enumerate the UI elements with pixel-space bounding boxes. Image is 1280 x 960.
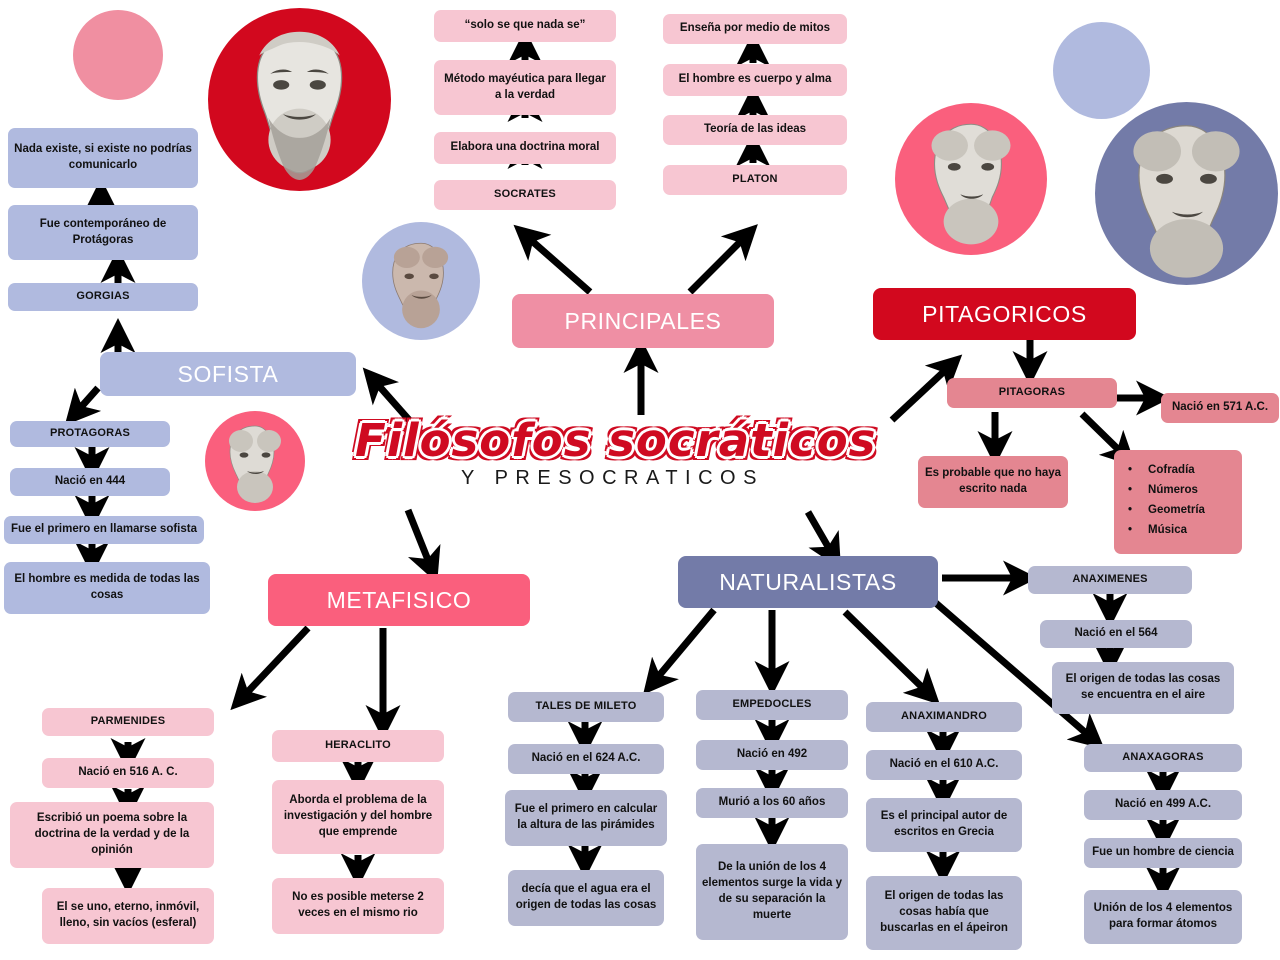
node-gorgias-fact-1: Fue contemporáneo de Protágoras: [8, 205, 198, 260]
node-heraclito: HERACLITO: [272, 730, 444, 762]
node-empedocles-fact-2: Murió a los 60 años: [696, 788, 848, 818]
node-anaxagoras-fact-2: Fue un hombre de ciencia: [1084, 838, 1242, 868]
portrait-philosopher-slate-circle: [1095, 102, 1278, 285]
pythagoras-bust-icon: [931, 123, 1011, 245]
topic-item: Geometría: [1128, 500, 1228, 520]
portrait-socrates-periwinkle-circle: [362, 222, 480, 340]
node-pitagoras-note: Es probable que no haya escrito nada: [918, 456, 1068, 508]
node-anaximenes: ANAXIMENES: [1028, 566, 1192, 594]
topic-item: Números: [1128, 480, 1228, 500]
node-anaximandro-fact-2: Es el principal autor de escritos en Gre…: [866, 798, 1022, 852]
node-pitagoras-topics: Cofradía Números Geometría Música: [1114, 450, 1242, 554]
node-parmenides: PARMENIDES: [42, 708, 214, 736]
portrait-plato-red-circle: [208, 8, 391, 191]
node-tales-fact-1: Nació en el 624 A.C.: [508, 744, 664, 774]
node-parmenides-fact-1: Nació en 516 A. C.: [42, 758, 214, 788]
node-platon-fact-2: El hombre es cuerpo y alma: [663, 64, 847, 96]
node-pitagoras: PITAGORAS: [947, 378, 1117, 408]
node-socrates-fact-2: Método mayéutica para llegar a la verdad: [434, 60, 616, 115]
node-anaxagoras-fact-1: Nació en 499 A.C.: [1084, 790, 1242, 820]
node-pitagoras-birth: Nació en 571 A.C.: [1161, 393, 1279, 423]
node-anaximandro-fact-1: Nació en el 610 A.C.: [866, 750, 1022, 780]
banner-metafisico[interactable]: METAFISICO: [268, 574, 530, 626]
node-gorgias: GORGIAS: [8, 283, 198, 311]
title-main: Filósofos socráticos: [355, 414, 877, 467]
node-anaxagoras: ANAXAGORAS: [1084, 744, 1242, 772]
portrait-pythagoras-pink-circle: [895, 103, 1047, 255]
node-anaximandro-fact-3: El origen de todas las cosas había que b…: [866, 876, 1022, 950]
node-parmenides-fact-2: Escribió un poema sobre la doctrina de l…: [10, 802, 214, 868]
decorative-circle-blue-topright: [1053, 22, 1150, 119]
node-empedocles: EMPEDOCLES: [696, 690, 848, 720]
node-anaximenes-fact-2: El origen de todas las cosas se encuentr…: [1052, 662, 1234, 714]
banner-naturalistas[interactable]: NATURALISTAS: [678, 556, 938, 608]
node-socrates-fact-1: Elabora una doctrina moral: [434, 132, 616, 164]
node-tales-fact-2: Fue el primero en calcular la altura de …: [505, 790, 667, 846]
node-protagoras-fact-3: El hombre es medida de todas las cosas: [4, 562, 210, 614]
topic-item: Cofradía: [1128, 460, 1228, 480]
node-anaxagoras-fact-3: Unión de los 4 elementos para formar áto…: [1084, 890, 1242, 944]
node-tales: TALES DE MILETO: [508, 692, 664, 722]
node-socrates: SOCRATES: [434, 180, 616, 210]
portrait-protagoras-pink-circle: [205, 411, 305, 511]
banner-principales[interactable]: PRINCIPALES: [512, 294, 774, 348]
node-platon-fact-3: Enseña por medio de mitos: [663, 14, 847, 44]
node-empedocles-fact-1: Nació en 492: [696, 740, 848, 770]
node-heraclito-fact-1: Aborda el problema de la investigación y…: [272, 780, 444, 854]
node-protagoras-fact-1: Nació en 444: [10, 468, 170, 496]
node-socrates-fact-3: “solo se que nada se”: [434, 10, 616, 42]
node-platon-fact-1: Teoría de las ideas: [663, 115, 847, 145]
title-sub: Y PRESOCRATICOS: [461, 467, 764, 489]
node-protagoras-fact-2: Fue el primero en llamarse sofista: [4, 516, 204, 544]
banner-pitagoricos[interactable]: PITAGORICOS: [873, 288, 1136, 340]
philosopher-bust-icon: [1133, 125, 1240, 278]
node-anaximenes-fact-1: Nació en el 564: [1040, 620, 1192, 648]
node-protagoras: PROTAGORAS: [10, 421, 170, 447]
node-parmenides-fact-3: El se uno, eterno, inmóvil, lleno, sin v…: [42, 888, 214, 944]
node-gorgias-fact-2: Nada existe, si existe no podrías comuni…: [8, 128, 198, 188]
node-tales-fact-3: decía que el agua era el origen de todas…: [508, 870, 664, 926]
decorative-circle-pink-topleft: [73, 10, 163, 100]
topic-item: Música: [1128, 520, 1228, 540]
protagoras-bust-icon: [229, 425, 281, 503]
banner-sofista[interactable]: SOFISTA: [100, 352, 356, 396]
node-heraclito-fact-2: No es posible meterse 2 veces en el mism…: [272, 878, 444, 934]
plato-bust-icon: [256, 31, 343, 181]
node-anaximandro: ANAXIMANDRO: [866, 702, 1022, 732]
node-platon: PLATON: [663, 165, 847, 195]
socrates-bust-icon: [392, 242, 449, 329]
node-empedocles-fact-3: De la unión de los 4 elementos surge la …: [696, 844, 848, 940]
page-title: Filósofos socráticos Y PRESOCRATICOS: [355, 414, 877, 490]
